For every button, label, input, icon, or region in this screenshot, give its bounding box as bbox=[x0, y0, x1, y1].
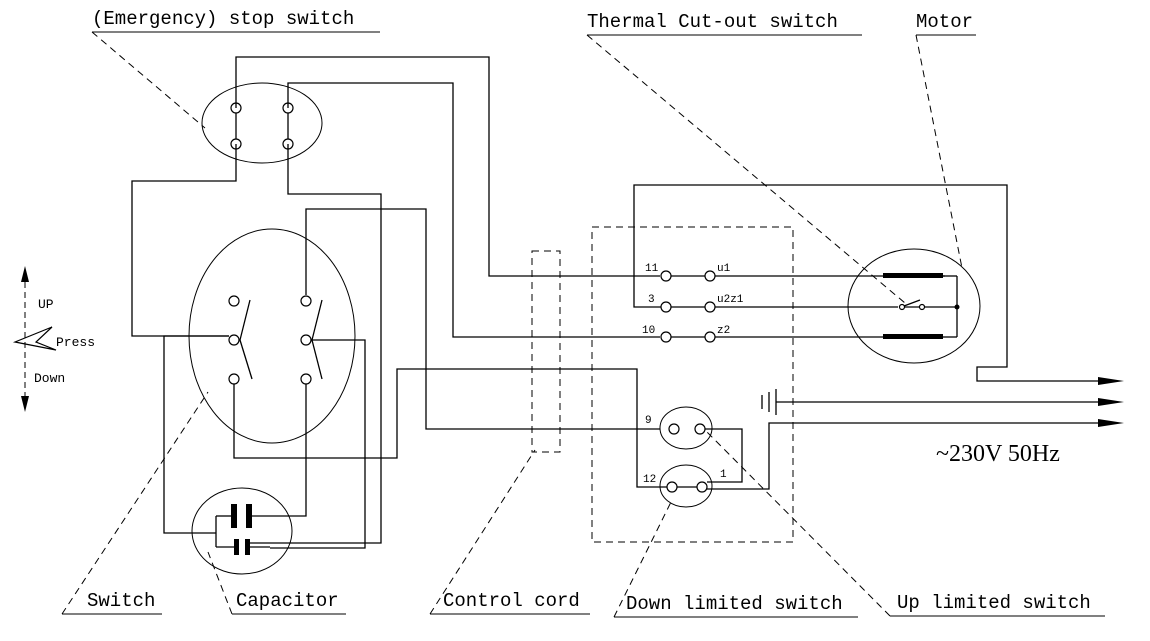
terminal-11-label: 11 bbox=[645, 263, 659, 275]
supply-arrow-icon bbox=[1098, 419, 1124, 427]
junction-box bbox=[591, 226, 794, 543]
wire-switch-to-9 bbox=[305, 208, 660, 430]
capacitor-leader bbox=[207, 551, 233, 615]
down-arrow-icon bbox=[21, 396, 29, 412]
motor bbox=[847, 248, 981, 364]
supply-voltage-label: ~230V 50Hz bbox=[936, 441, 1060, 467]
wire-switch-capacitor-3 bbox=[270, 384, 307, 517]
terminal-u1 bbox=[704, 270, 716, 282]
motor-label: Motor bbox=[916, 11, 973, 33]
supply-arrow-icon bbox=[1098, 377, 1124, 385]
wire-estop-to-10 bbox=[287, 82, 660, 338]
up-arrow-icon bbox=[21, 266, 29, 282]
wire-up-limit-loop bbox=[705, 428, 743, 483]
terminal-z2 bbox=[704, 331, 716, 343]
terminal-z2-label: z2 bbox=[717, 325, 730, 337]
wire-estop-to-11 bbox=[235, 56, 660, 277]
press-down-label: Down bbox=[34, 371, 65, 386]
wire-switch-to-capacitor bbox=[163, 335, 229, 534]
up-limited-label: Up limited switch bbox=[897, 592, 1091, 614]
thermal-cutout-contact bbox=[918, 303, 926, 311]
press-indicator: UP Press Down bbox=[12, 266, 95, 412]
terminal-3 bbox=[660, 301, 672, 313]
thermal-cutout-contact bbox=[898, 303, 906, 311]
up-limited-leader bbox=[702, 427, 891, 617]
terminal-10 bbox=[660, 331, 672, 343]
down-limited-label: Down limited switch bbox=[626, 593, 843, 615]
press-arrow-icon bbox=[12, 326, 57, 351]
thermal-cutout-label: Thermal Cut-out switch bbox=[587, 11, 838, 33]
terminal-10-label: 10 bbox=[642, 325, 655, 337]
capacitor bbox=[191, 487, 293, 575]
press-label: Press bbox=[56, 335, 95, 350]
wire-estop-to-capacitor bbox=[248, 144, 382, 544]
capacitor-label: Capacitor bbox=[236, 590, 339, 612]
terminal-u1-label: u1 bbox=[717, 263, 731, 275]
terminal-9-label: 9 bbox=[645, 415, 652, 427]
thermal-cutout-leader bbox=[586, 34, 906, 304]
wire-12-to-cord bbox=[636, 429, 667, 488]
terminal-3-label: 3 bbox=[648, 294, 655, 306]
control-cord-label: Control cord bbox=[443, 590, 580, 612]
control-cord bbox=[531, 250, 561, 453]
down-limit-switch: 12 1 bbox=[643, 464, 727, 508]
wire-3-to-supply bbox=[633, 184, 1100, 382]
wire-switch-to-cord bbox=[233, 368, 638, 459]
terminal-12-label: 12 bbox=[643, 474, 656, 486]
emergency-stop-leader bbox=[91, 31, 206, 129]
terminal-u2z1 bbox=[704, 301, 716, 313]
down-limited-leader bbox=[613, 499, 673, 618]
motor-leader bbox=[915, 34, 963, 269]
wire-estop-to-switch bbox=[131, 144, 237, 337]
supply-arrow-icon bbox=[1098, 398, 1124, 406]
terminal-u2z1-label: u2z1 bbox=[717, 294, 744, 306]
wire-1-to-supply bbox=[707, 422, 1100, 490]
terminal-11 bbox=[660, 270, 672, 282]
up-limit-switch: 9 bbox=[645, 406, 713, 450]
wire-switch-to-capacitor-2 bbox=[270, 339, 366, 549]
terminal-1-label: 1 bbox=[720, 469, 727, 481]
emergency-stop-switch bbox=[201, 82, 323, 164]
press-up-label: UP bbox=[38, 297, 54, 312]
switch-leader bbox=[61, 391, 209, 615]
control-cord-leader bbox=[429, 449, 536, 615]
switch-label: Switch bbox=[87, 590, 155, 612]
emergency-stop-label: (Emergency) stop switch bbox=[92, 8, 354, 30]
